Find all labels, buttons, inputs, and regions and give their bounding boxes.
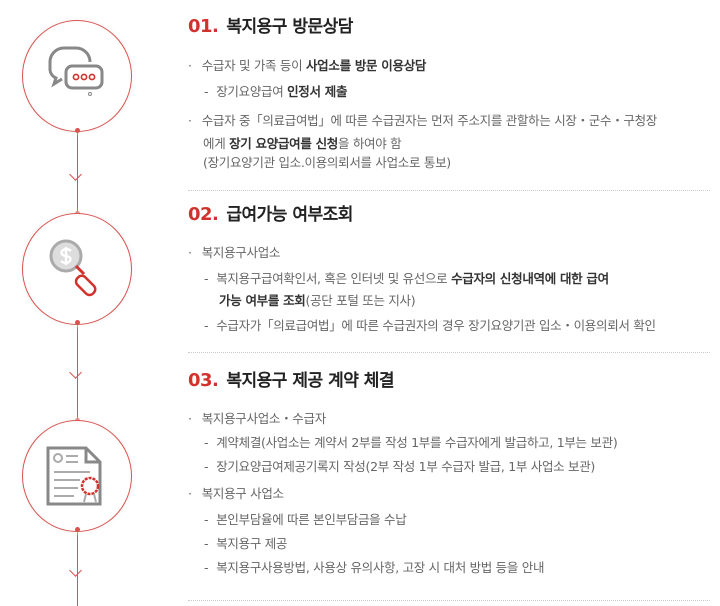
text: 을 하여야 함: [337, 136, 402, 151]
dash-marker: -: [204, 536, 209, 551]
bullet-item: · 수급자 중「의료급여법」에 따른 수급권자는 먼저 주소지를 관할하는 시장・…: [188, 110, 657, 129]
step-title: 01. 복지용구 방문상담: [188, 12, 353, 37]
step-number: 02.: [188, 204, 219, 225]
text: (장기요양기관 입소.이용의뢰서를 사업소로 통보): [203, 155, 451, 170]
emphasis-text: 수급자의 신청내역에 대한 급여: [451, 271, 609, 286]
bullet-item: · 복지용구 사업소: [188, 483, 284, 502]
emphasis-text: 사업소를 방문 이용상담: [305, 58, 427, 73]
list-item: 에게 장기 요양급여를 신청을 하여야 함: [203, 133, 402, 152]
list-item: -복지용구급여확인서, 혹은 인터넷 및 유선으로 수급자의 신청내역에 대한 …: [204, 268, 609, 287]
bullet-item: · 수급자 및 가족 등이 사업소를 방문 이용상담: [188, 55, 426, 74]
divider: [188, 600, 710, 601]
bullet-marker: ·: [188, 245, 192, 260]
list-item: -장기요양급여제공기록지 작성(2부 작성 1부 수급자 발급, 1부 사업소 …: [204, 456, 595, 475]
text: 수급자 중「의료급여법」에 따른 수급권자는 먼저 주소지를 관할하는 시장・군…: [201, 113, 658, 128]
list-item: -계약체결(사업소는 계약서 2부를 작성 1부를 수급자에게 발급하고, 1부…: [204, 432, 618, 451]
text: 복지용구사용방법, 사용상 유의사항, 고장 시 대처 방법 등을 안내: [216, 560, 545, 575]
step-number: 03.: [188, 370, 219, 391]
emphasis-text: 가능 여부를 조회: [219, 293, 306, 308]
step-title: 03. 복지용구 제공 계약 체결: [188, 366, 395, 391]
bullet-marker: ·: [188, 113, 192, 128]
list-item: -복지용구사용방법, 사용상 유의사항, 고장 시 대처 방법 등을 안내: [204, 557, 544, 576]
bullet-item: · 복지용구사업소: [188, 242, 280, 261]
step-title-text: 복지용구 방문상담: [226, 17, 353, 37]
list-item: -수급자가「의료급여법」에 따른 수급권자의 경우 장기요양기관 입소・이용의뢰…: [204, 315, 656, 334]
dollar-magnifier-icon: [49, 239, 97, 297]
text: 복지용구급여확인서, 혹은 인터넷 및 유선으로: [216, 271, 452, 286]
dash-marker: -: [204, 318, 209, 333]
text: 에게: [203, 136, 230, 151]
list-item: -본인부담율에 따른 본인부담금을 수납: [204, 509, 407, 528]
text: 수급자가「의료급여법」에 따른 수급권자의 경우 장기요양기관 입소・이용의뢰서…: [216, 318, 656, 333]
list-item: (장기요양기관 입소.이용의뢰서를 사업소로 통보): [203, 152, 451, 171]
arrow-down-icon: [69, 564, 82, 577]
dash-marker: -: [204, 459, 209, 474]
list-item: -복지용구 제공: [204, 533, 287, 552]
step-2-circle: [22, 213, 132, 325]
text: 복지용구사업소: [201, 245, 281, 260]
dash-marker: -: [204, 560, 209, 575]
step-number: 01.: [188, 16, 219, 37]
dash-marker: -: [204, 271, 209, 286]
emphasis-text: 인정서 제출: [287, 84, 348, 99]
text: 장기요양급여제공기록지 작성(2부 작성 1부 수급자 발급, 1부 사업소 보…: [216, 459, 595, 474]
text: (공단 포털 또는 지사): [305, 293, 416, 308]
text: 계약체결(사업소는 계약서 2부를 작성 1부를 수급자에게 발급하고, 1부는…: [216, 435, 618, 450]
text: 복지용구사업소・수급자: [201, 411, 327, 426]
certificate-icon: [46, 446, 102, 506]
text: 복지용구 사업소: [201, 486, 284, 501]
bullet-marker: ·: [188, 58, 192, 73]
dash-marker: -: [204, 435, 209, 450]
divider: [188, 190, 710, 191]
bullet-marker: ·: [188, 411, 192, 426]
divider: [188, 352, 710, 353]
dash-marker: -: [204, 84, 209, 99]
step-title-text: 급여가능 여부조회: [226, 205, 353, 225]
arrow-down-icon: [69, 366, 82, 379]
text: 장기요양급여: [216, 84, 288, 99]
text: 복지용구 제공: [216, 536, 288, 551]
list-item: -장기요양급여 인정서 제출: [204, 81, 347, 100]
dash-marker: -: [204, 512, 209, 527]
timeline-dot: [75, 320, 80, 325]
step-title: 02. 급여가능 여부조회: [188, 200, 353, 225]
text: 수급자 및 가족 등이: [201, 58, 306, 73]
list-item: 가능 여부를 조회(공단 포털 또는 지사): [219, 290, 416, 309]
chat-bubbles-icon: [48, 46, 104, 96]
timeline-dot: [75, 128, 80, 133]
timeline-line: [77, 132, 78, 606]
bullet-item: · 복지용구사업소・수급자: [188, 408, 326, 427]
timeline-dot: [75, 527, 80, 532]
step-title-text: 복지용구 제공 계약 체결: [226, 371, 395, 391]
emphasis-text: 장기 요양급여를 신청: [229, 136, 338, 151]
text: 본인부담율에 따른 본인부담금을 수납: [216, 512, 407, 527]
arrow-down-icon: [69, 168, 82, 181]
bullet-marker: ·: [188, 486, 192, 501]
